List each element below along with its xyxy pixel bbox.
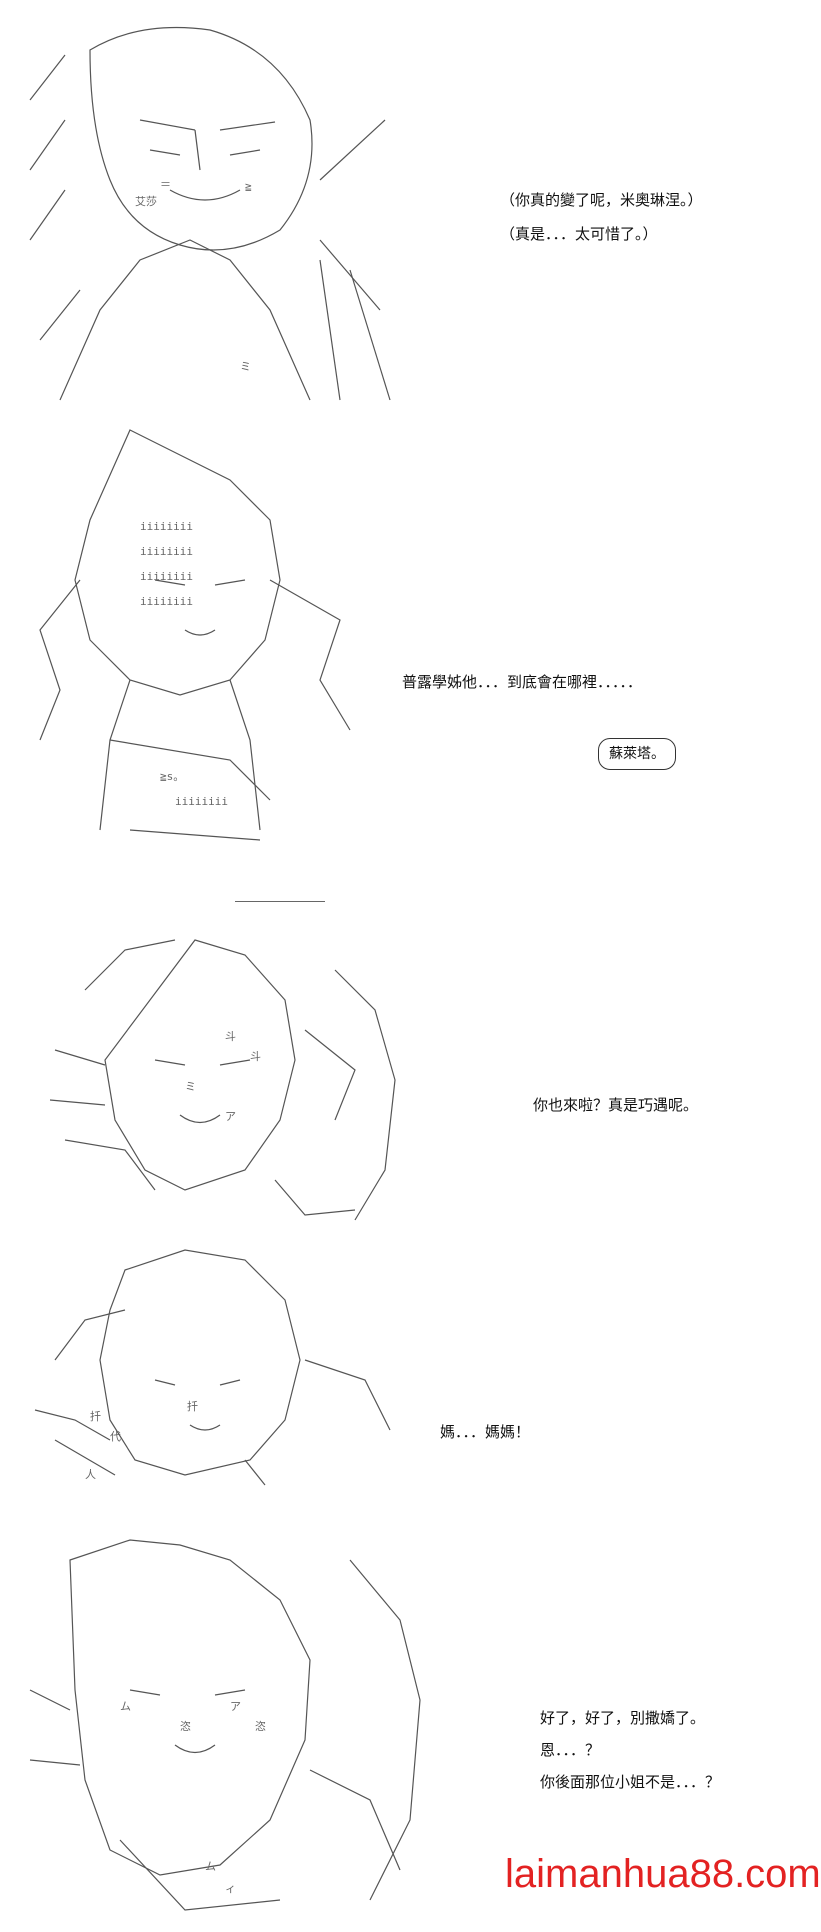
svg-text:ア: ア (225, 1110, 236, 1123)
svg-text:代: 代 (110, 1430, 121, 1443)
svg-text:iiiiiiii: iiiiiiii (140, 545, 193, 558)
svg-text:ム: ム (205, 1860, 216, 1873)
ascii-art-character-1: 艾莎 ＝ ≧ ミ (20, 10, 440, 410)
svg-text:≧: ≧ (245, 180, 252, 193)
svg-text:ム: ム (120, 1700, 131, 1713)
svg-text:iiiiiiii: iiiiiiii (140, 570, 193, 583)
svg-text:恣: 恣 (180, 1719, 191, 1733)
svg-text:人: 人 (85, 1468, 96, 1481)
dialogue-line: 你也來啦？真是巧遇呢。 (533, 1096, 699, 1114)
dialogue-line: 媽．．．媽媽！ (440, 1423, 531, 1441)
svg-text:iiiiiiii: iiiiiiii (175, 795, 228, 808)
svg-text:iiiiiiii: iiiiiiii (140, 520, 193, 533)
panel-4: 扦 扦 代 人 媽．．．媽媽！ (0, 1240, 800, 1500)
dialogue-line: 恩．．．？ (540, 1741, 601, 1759)
panel-2: iiiiiiii iiiiiiii iiiiiiii iiiiiiii ≧s。 … (0, 410, 800, 910)
panel-5: ム ア 恣 恣 ム ィ 好了，好了，別撒嬌了。 恩．．．？ 你後面那位小姐不是．… (0, 1500, 800, 1932)
svg-text:iiiiiiii: iiiiiiii (140, 595, 193, 608)
svg-text:≧s。: ≧s。 (160, 770, 184, 783)
dialogue-line: 好了，好了，別撒嬌了。 (540, 1709, 706, 1727)
svg-text:斗: 斗 (225, 1030, 236, 1043)
dialogue-line: 你後面那位小姐不是．．．？ (540, 1773, 721, 1791)
ascii-art-character-2: iiiiiiii iiiiiiii iiiiiiii iiiiiiii ≧s。 … (20, 410, 380, 870)
panel-divider (235, 901, 325, 902)
speech-bubble: 蘇萊塔。 (598, 738, 676, 770)
svg-text:ィ: ィ (225, 1882, 236, 1895)
svg-text:恣: 恣 (255, 1719, 266, 1733)
ascii-art-character-4: 扦 扦 代 人 (15, 1240, 405, 1490)
panel-3: 斗 斗 ミ ア 你也來啦？真是巧遇呢。 (0, 910, 800, 1240)
svg-text:＝: ＝ (160, 178, 171, 191)
ascii-art-character-3: 斗 斗 ミ ア (35, 930, 455, 1230)
dialogue-line: （你真的變了呢，米奧琳涅。） (500, 191, 703, 209)
svg-text:斗: 斗 (250, 1050, 261, 1063)
ascii-art-character-5: ム ア 恣 恣 ム ィ (10, 1520, 470, 1930)
dialogue-line: （真是．．．太可惜了。） (500, 225, 658, 243)
panel-1: 艾莎 ＝ ≧ ミ （你真的變了呢，米奧琳涅。） （真是．．．太可惜了。） (0, 0, 800, 410)
svg-text:扦: 扦 (187, 1399, 198, 1413)
svg-text:扦: 扦 (90, 1409, 101, 1423)
svg-text:ミ: ミ (185, 1080, 196, 1093)
site-watermark: laimanhua88.com (505, 1852, 821, 1896)
svg-text:ミ: ミ (240, 360, 251, 373)
dialogue-line: 普露學姊他．．．到底會在哪裡．．．．． (402, 673, 643, 691)
svg-text:艾莎: 艾莎 (135, 194, 157, 208)
svg-text:ア: ア (230, 1700, 241, 1713)
